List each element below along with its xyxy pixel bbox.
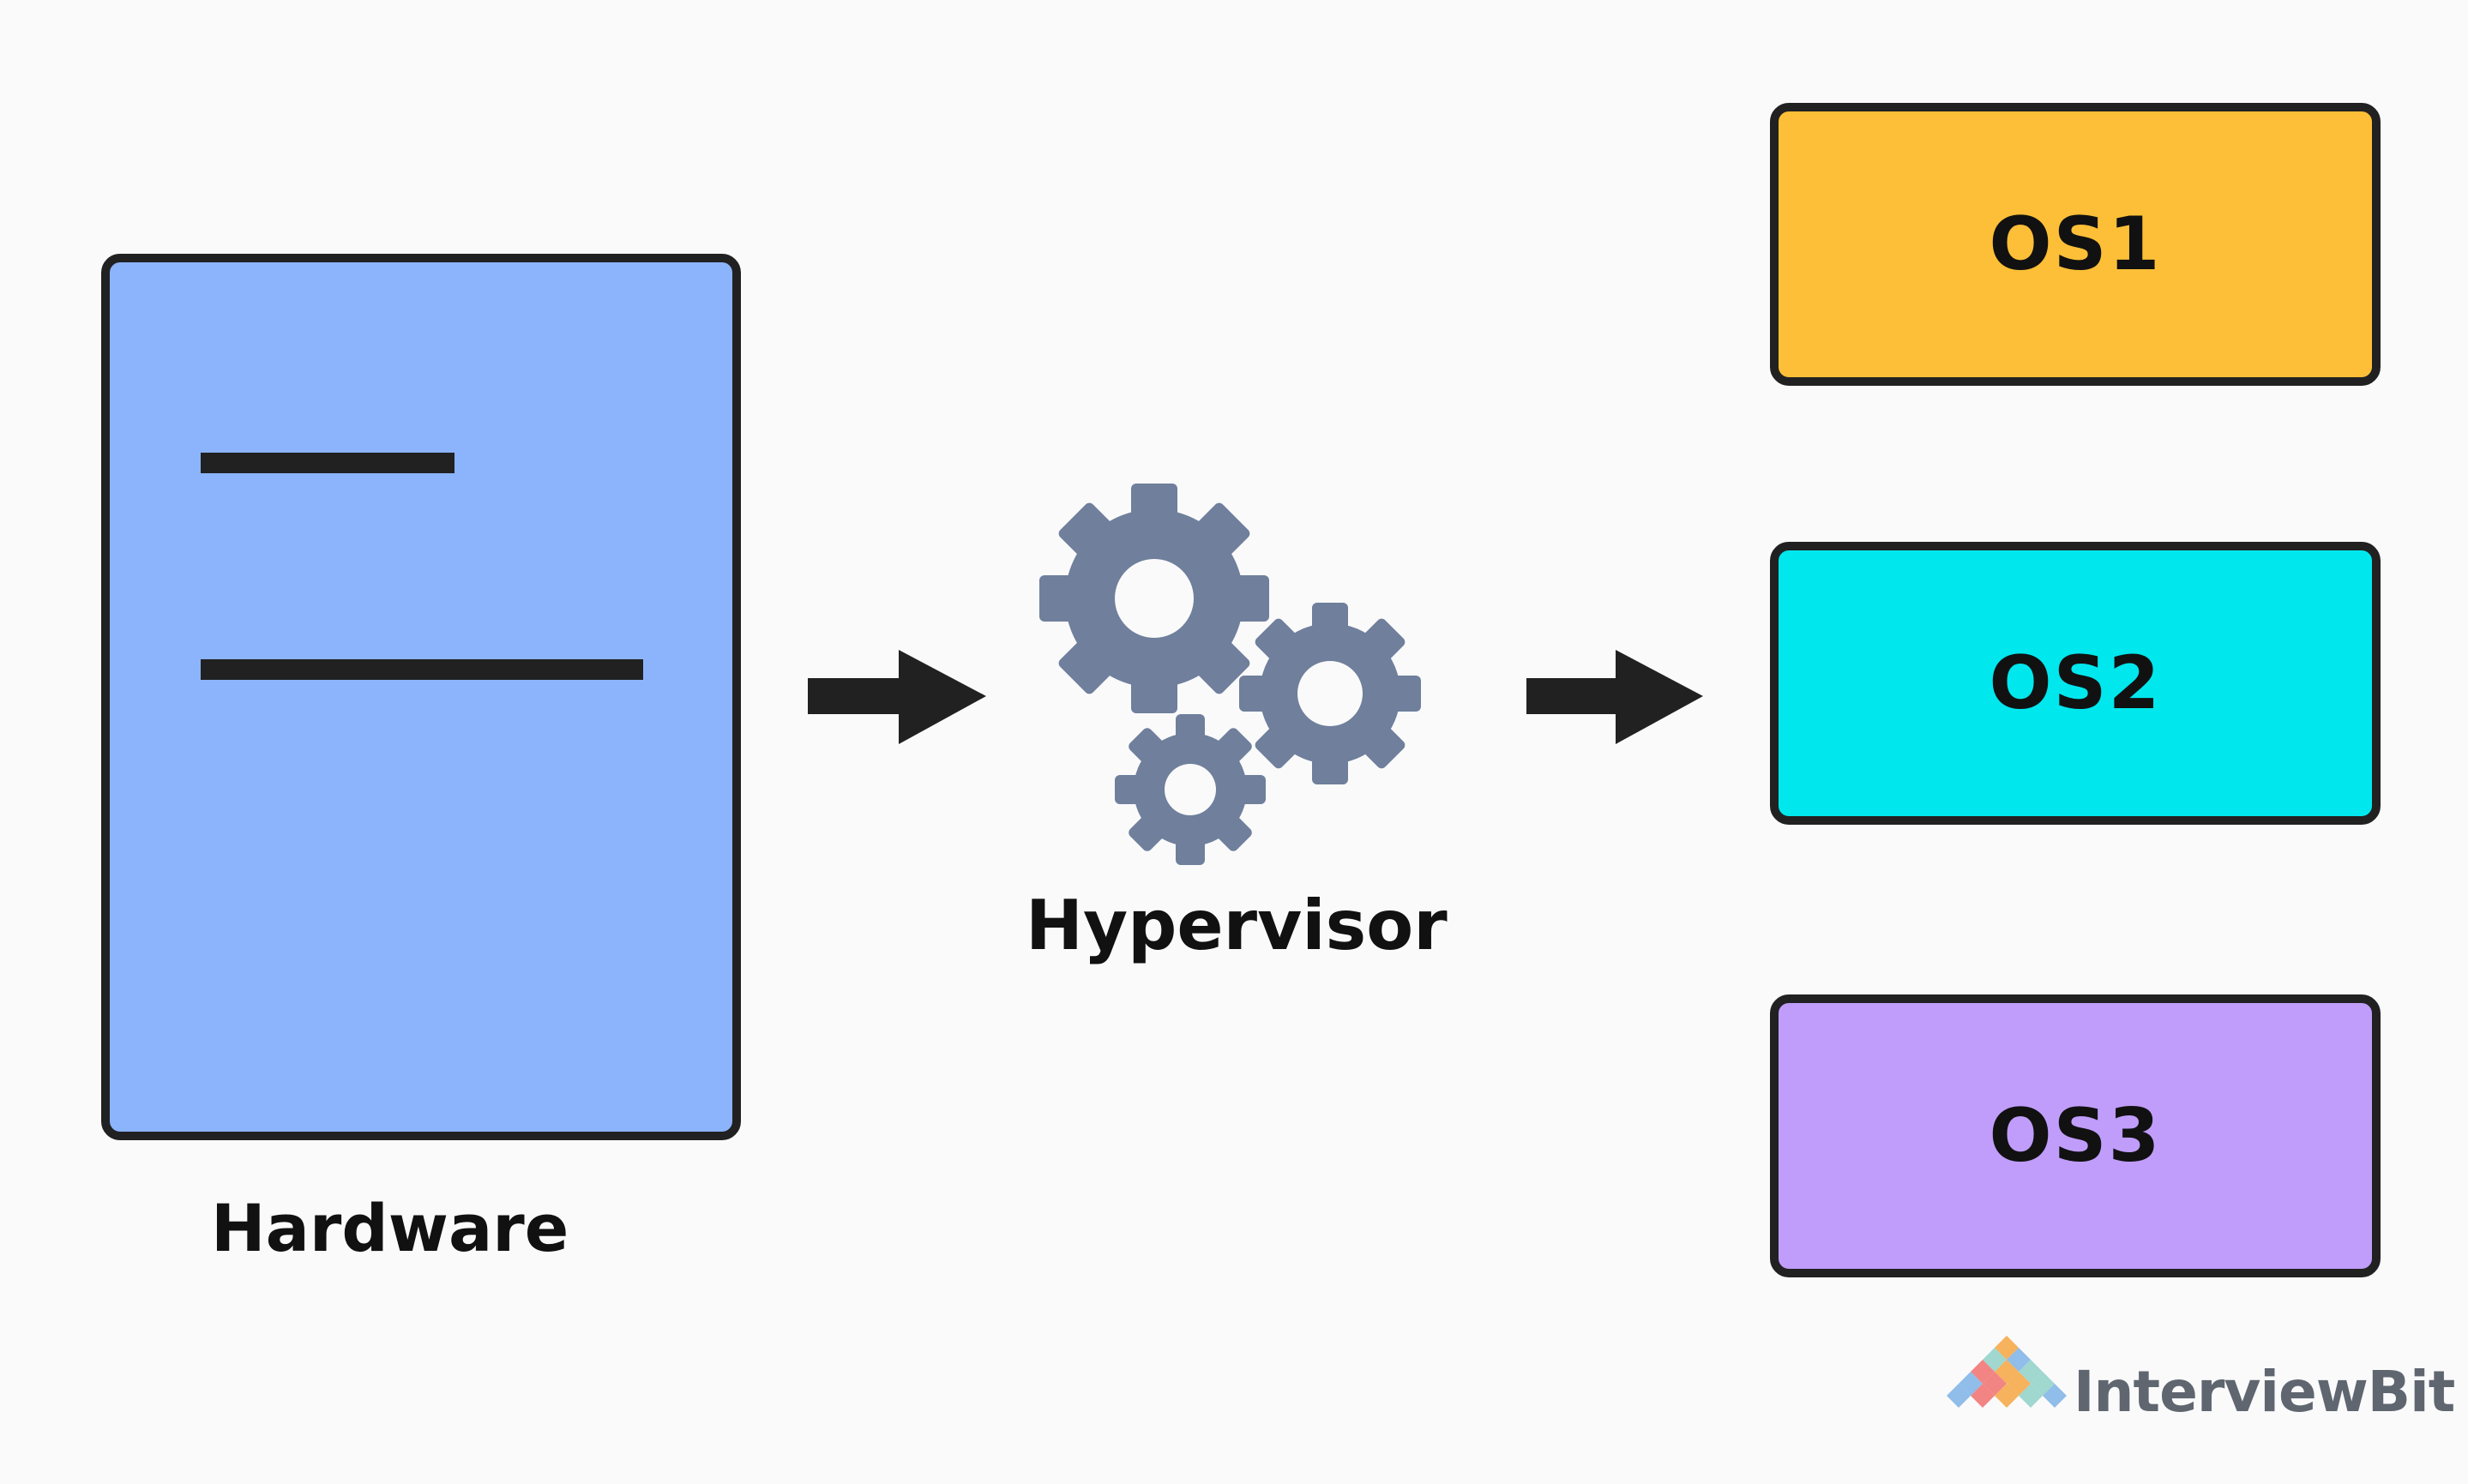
interviewbit-wordmark: InterviewBit xyxy=(2074,1359,2455,1425)
os3-label: OS3 xyxy=(1989,1093,2162,1179)
hardware-line xyxy=(201,659,643,680)
logo-diamond xyxy=(1971,1384,1995,1408)
arrow-hardware-to-hypervisor xyxy=(808,650,986,744)
interviewbit-logo-icon xyxy=(1947,1336,2067,1408)
large-gear-icon xyxy=(1039,484,1269,713)
medium-gear-icon xyxy=(1239,603,1421,784)
hardware-box xyxy=(101,254,741,1140)
hypervisor-label: Hypervisor xyxy=(1026,886,1448,965)
os3-box: OS3 xyxy=(1770,994,2381,1277)
gear-tooth xyxy=(1058,502,1113,557)
gear-tooth xyxy=(1195,640,1250,694)
hardware-line xyxy=(201,453,454,473)
logo-diamond xyxy=(2019,1384,2043,1408)
os2-label: OS2 xyxy=(1989,640,2162,726)
logo-diamond xyxy=(1995,1384,2019,1408)
gear-hole xyxy=(1297,661,1363,726)
gear-tooth xyxy=(1195,502,1250,557)
os1-label: OS1 xyxy=(1989,201,2162,287)
logo-diamond xyxy=(2043,1384,2067,1408)
arrow-hypervisor-to-os xyxy=(1526,650,1703,744)
gear-hole xyxy=(1165,764,1216,815)
gear-tooth xyxy=(1058,640,1113,694)
gears-icon xyxy=(1039,484,1421,865)
os1-box: OS1 xyxy=(1770,103,2381,386)
os2-box: OS2 xyxy=(1770,542,2381,825)
hardware-label: Hardware xyxy=(211,1190,569,1266)
gear-hole xyxy=(1115,559,1194,638)
logo-diamond xyxy=(1947,1384,1971,1408)
small-gear-icon xyxy=(1115,714,1266,865)
